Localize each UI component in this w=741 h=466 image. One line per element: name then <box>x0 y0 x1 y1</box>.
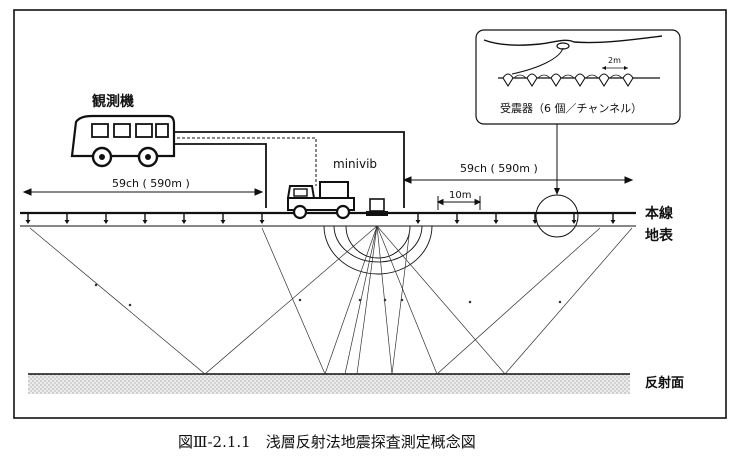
station-tick-arrow <box>220 220 226 224</box>
geophone-inset <box>475 29 681 125</box>
geophone-lead <box>513 74 527 79</box>
figure-caption: 図Ⅲ-2.1.1 浅層反射法地震探査測定概念図 <box>178 433 476 451</box>
station-tick-arrow <box>103 220 109 224</box>
ray-arrow-marker <box>400 298 404 302</box>
ground-surface-label: 地表 <box>645 227 674 244</box>
magnifier-circle <box>535 194 579 238</box>
right-spread-label: 59ch ( 590m ) <box>460 162 538 175</box>
station-tick-arrow <box>181 220 187 224</box>
ray-arrow-marker <box>468 300 472 304</box>
ray-path <box>356 225 378 375</box>
station-tick-arrow <box>571 220 577 224</box>
station-tick-arrow <box>493 220 499 224</box>
minivib-truck <box>286 181 388 220</box>
station-tick-arrow <box>610 220 616 224</box>
station-tick-arrow <box>64 220 70 224</box>
geophone-lead <box>537 74 551 79</box>
inset-caption: 受震器（6 個／チャンネル） <box>500 102 642 115</box>
geophone-lead <box>585 74 599 79</box>
station-tick-arrow <box>415 220 421 224</box>
main-line-label: 本線 <box>645 205 673 222</box>
left-spread-dimension <box>22 188 264 196</box>
station-tick-arrow <box>454 220 460 224</box>
ray-arrow-marker <box>128 303 132 307</box>
ray-arrow-marker <box>383 298 387 302</box>
geophone-spacing-label: 2m <box>608 56 621 65</box>
geophone-icon <box>502 73 514 88</box>
geophone-station-ticks <box>25 213 616 224</box>
station-tick-arrow <box>142 220 148 224</box>
figure-frame <box>13 9 727 419</box>
magnifier-arrowhead <box>554 188 560 195</box>
ray-path <box>261 225 378 375</box>
geophone-icon <box>550 73 562 88</box>
recorder-truck <box>70 114 176 168</box>
ray-paths <box>29 225 633 375</box>
recorder-cable-right <box>172 131 405 208</box>
geophone-icon <box>622 73 634 88</box>
geophone-lead <box>561 74 575 79</box>
right-spread-dimension <box>402 176 634 184</box>
ray-path <box>29 225 378 375</box>
geophone-icon <box>526 73 538 88</box>
ray-arrow-marker <box>94 283 98 287</box>
ray-arrow-marker <box>298 298 302 302</box>
minivib-label: minivib <box>333 157 377 171</box>
station-tick-arrow <box>25 220 31 224</box>
geophone-icon <box>574 73 586 88</box>
wavefronts <box>323 225 433 275</box>
recorder-label: 観測機 <box>92 93 134 110</box>
ray-path <box>376 225 411 375</box>
left-spread-label: 59ch ( 590m ) <box>112 177 190 190</box>
recorder-cable-left <box>172 143 267 208</box>
geophone-lead <box>609 74 623 79</box>
station-tick-arrow <box>259 220 265 224</box>
ray-arrow-marker <box>358 298 362 302</box>
ray-path <box>376 225 601 375</box>
geophone-icon <box>598 73 610 88</box>
ray-path <box>344 225 378 375</box>
station-spacing-label: 10m <box>449 190 471 201</box>
reflector-label: 反射面 <box>645 375 684 391</box>
source-control-cable <box>172 137 317 186</box>
ray-arrow-marker <box>558 300 562 304</box>
station-spacing-dimension <box>436 196 482 210</box>
reflector-layer <box>28 374 630 394</box>
ray-path <box>376 225 633 375</box>
